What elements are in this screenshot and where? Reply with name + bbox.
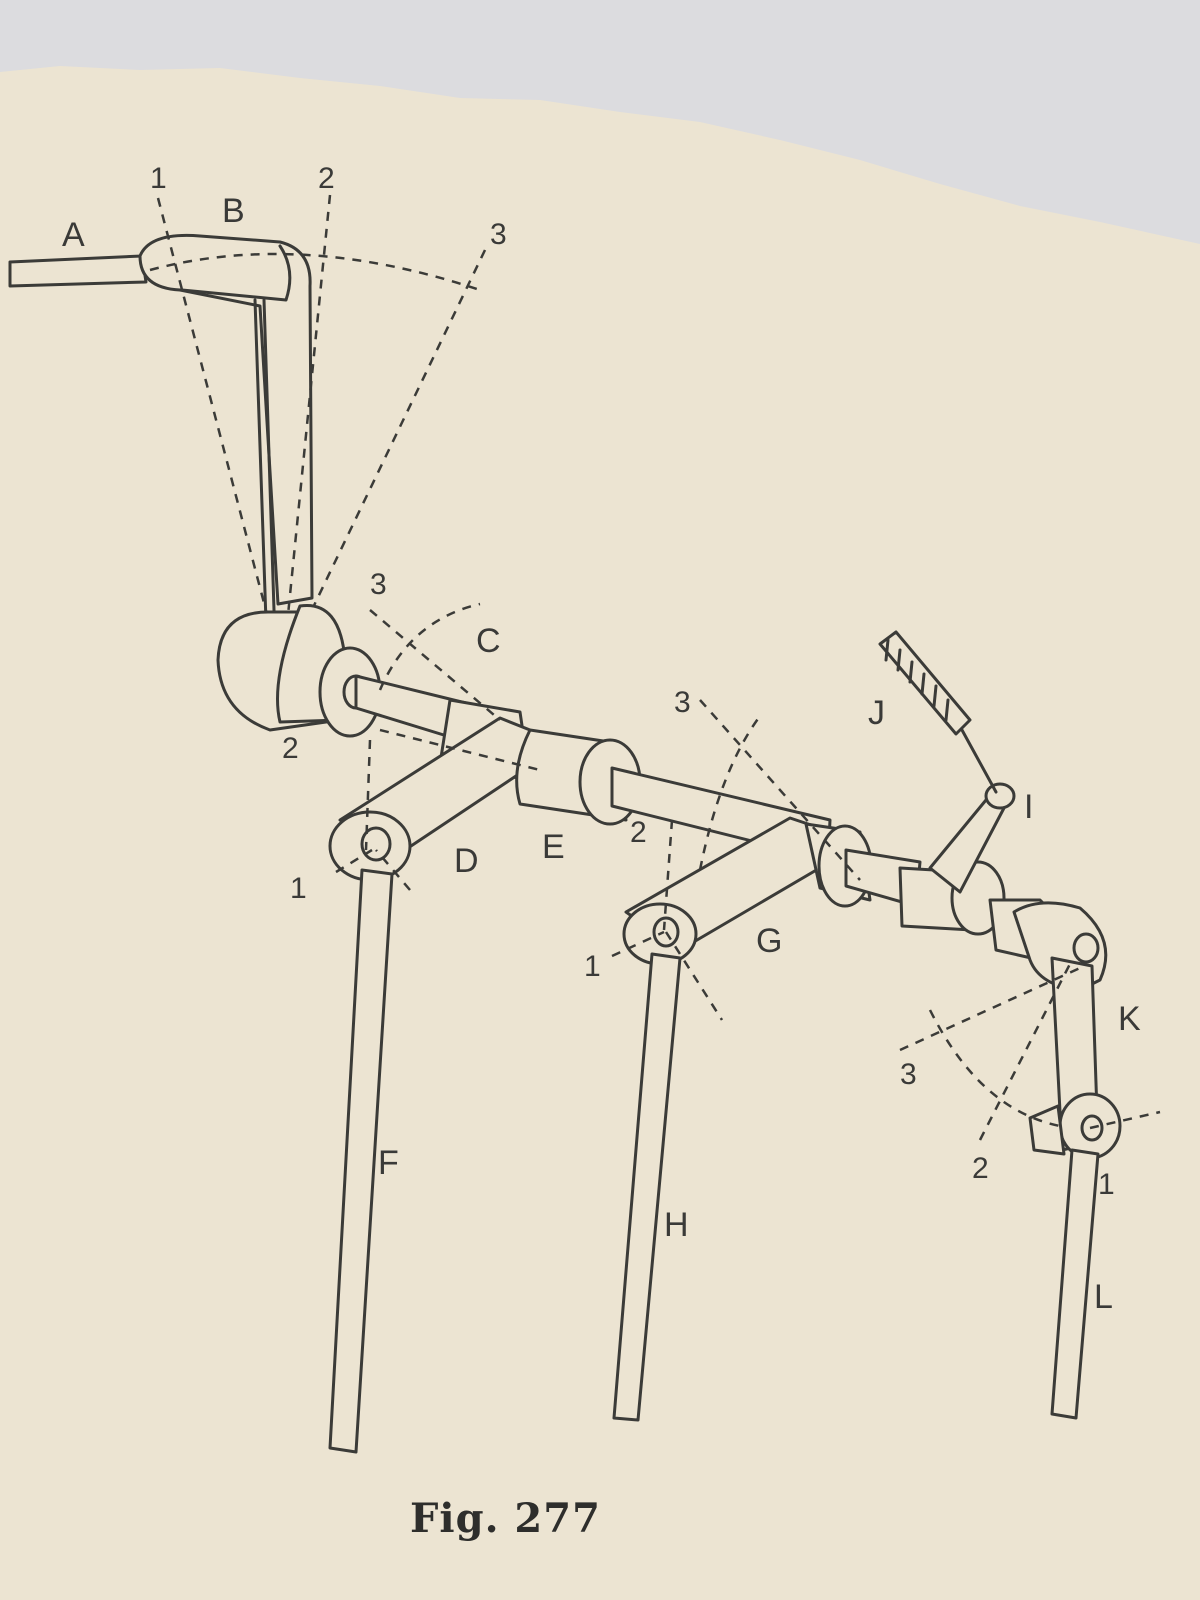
- pos-b-1: 1: [150, 162, 167, 195]
- swing-arc-b: [149, 252, 481, 292]
- swing-line-g3: [699, 699, 861, 881]
- swing-line-k1: [1089, 1110, 1161, 1130]
- rod-a: [8, 254, 148, 288]
- swing-line-c1: [364, 739, 372, 851]
- label-k: K: [1118, 1000, 1141, 1038]
- pos-b-3: 3: [490, 218, 507, 251]
- pos-k-1: 1: [1098, 1168, 1115, 1201]
- swing-line-c3: [369, 609, 501, 721]
- swing-line-d2: [375, 849, 411, 891]
- swing-arc-g: [698, 715, 762, 871]
- spring-j: [878, 630, 998, 794]
- swing-arc-c: [378, 602, 481, 691]
- pos-g-3: 3: [674, 686, 691, 719]
- rod-f: [328, 868, 394, 1454]
- swing-arc-k: [928, 1009, 1061, 1128]
- swing-line-c2: [379, 728, 541, 772]
- pos-k-2: 2: [972, 1152, 989, 1185]
- label-d: D: [454, 842, 479, 880]
- label-f: F: [378, 1144, 399, 1182]
- pos-b-2: 2: [318, 162, 335, 195]
- label-l: L: [1094, 1278, 1113, 1316]
- pos-c-2: 2: [282, 732, 299, 765]
- rod-l: [1050, 1148, 1100, 1420]
- pos-k-3: 3: [900, 1058, 917, 1091]
- crank-k: [988, 898, 1122, 1160]
- pos-e-2: 2: [630, 816, 647, 849]
- swing-line-d1: [335, 848, 373, 874]
- swing-line-b2: [283, 194, 332, 646]
- label-i: I: [1024, 788, 1033, 826]
- label-j: J: [868, 694, 885, 732]
- paper-sheet: [0, 66, 1200, 1600]
- swing-line-b3: [293, 249, 487, 646]
- swing-line-g2: [662, 819, 674, 931]
- label-a: A: [62, 216, 85, 254]
- label-h: H: [664, 1206, 689, 1244]
- arm-d: [328, 716, 542, 882]
- label-b: B: [222, 192, 245, 230]
- label-c: C: [476, 622, 501, 660]
- pos-d-1: 1: [290, 872, 307, 905]
- label-e: E: [542, 828, 565, 866]
- hub-c: [216, 603, 382, 738]
- pos-g-1: 1: [584, 950, 601, 983]
- swing-line-g-lower: [664, 931, 724, 1021]
- pos-c-3: 3: [370, 568, 387, 601]
- figure-caption: Fig. 277: [410, 1495, 601, 1542]
- label-g: G: [756, 922, 782, 960]
- rod-h: [612, 952, 682, 1422]
